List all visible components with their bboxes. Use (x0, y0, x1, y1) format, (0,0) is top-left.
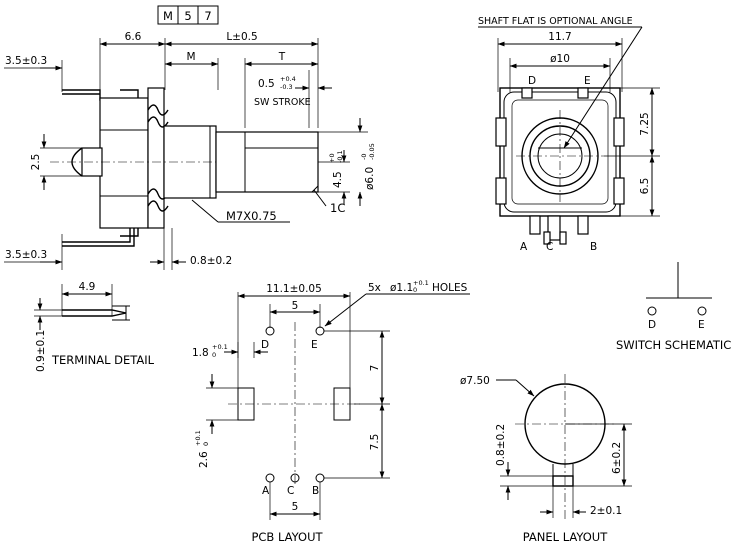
panel-layout: ø7.50 0.8±0.2 6±0.2 2±0.1 PANEL LAYOUT (460, 374, 632, 544)
model-code-box: M 5 7 (157, 5, 219, 25)
model-letter-3: 7 (204, 9, 211, 23)
pcb-pin-b: B (312, 485, 319, 497)
model-letter-1: M (163, 9, 173, 23)
dim-4-5: 4.5 (332, 171, 344, 188)
dim-5-top: 5 (292, 300, 299, 312)
dim-2-6-sup: +0.1 (194, 430, 202, 446)
switch-schematic-title: SWITCH SCHEMATIC (616, 338, 731, 352)
front-label-d: D (528, 75, 536, 87)
dim-2-panel: 2±0.1 (590, 505, 622, 517)
dim-2-5: 2.5 (30, 154, 42, 171)
dim-1-8-sub: 0 (212, 351, 216, 359)
front-label-e: E (584, 75, 591, 87)
pcb-pin-c: C (287, 485, 294, 497)
dim-5-bottom: 5 (292, 501, 299, 513)
dim-11-7: 11.7 (548, 31, 571, 43)
dim-0-5-sub: -0.3 (280, 83, 293, 91)
pcb-label-d: D (261, 339, 269, 351)
dim-3-5-top: 3.5±0.3 (5, 55, 47, 67)
chamfer-label: 1C (330, 201, 345, 215)
dim-2-6-sub: 0 (202, 442, 210, 446)
side-view: 6.6 L±0.5 M T 0.5 +0.4 -0.3 SW STROKE 3.… (4, 31, 376, 270)
holes-dia: ø1.1 (390, 282, 413, 294)
dim-M: M (186, 51, 195, 63)
holes-sup: +0.1 (413, 279, 429, 287)
holes-sub: 0 (413, 286, 417, 294)
dim-3-5-bottom: 3.5±0.3 (5, 249, 47, 261)
dim-dia-7-50: ø7.50 (460, 375, 490, 387)
switch-label-d: D (648, 319, 656, 331)
model-letter-2: 5 (184, 9, 191, 23)
switch-schematic: D E SWITCH SCHEMATIC (616, 262, 731, 352)
dim-6-0-sub: -0.05 (368, 143, 376, 160)
switch-label-e: E (698, 319, 705, 331)
thread-spec: M7X0.75 (226, 209, 277, 223)
dim-0-9: 0.9±0.1 (35, 330, 47, 372)
dim-1-8: 1.8 (192, 347, 209, 359)
holes-suffix: HOLES (432, 282, 468, 294)
dim-11-1: 11.1±0.05 (266, 283, 322, 295)
dim-6-6: 6.6 (125, 31, 142, 43)
dim-4-9: 4.9 (79, 281, 96, 293)
terminal-detail: 4.9 0.9±0.1 TERMINAL DETAIL (34, 281, 155, 372)
dim-4-5-sub: -0.1 (336, 150, 344, 163)
terminal-detail-title: TERMINAL DETAIL (51, 353, 155, 367)
dim-7-25: 7.25 (639, 112, 651, 135)
dim-6-panel: 6±0.2 (611, 442, 623, 474)
front-pin-b: B (590, 241, 597, 253)
pcb-label-e: E (311, 339, 318, 351)
front-pin-a: A (520, 241, 528, 253)
dim-7-5: 7.5 (369, 434, 381, 451)
pcb-pin-a: A (262, 485, 270, 497)
dim-2-6: 2.6 (198, 451, 210, 468)
dim-1-8-sup: +0.1 (212, 343, 228, 351)
shaft-flat-note: SHAFT FLAT IS OPTIONAL ANGLE (478, 16, 633, 27)
pcb-layout: 11.1±0.05 5 5x ø1.1 +0.1 0 HOLES D E 7 1… (192, 279, 470, 544)
dim-0-5-sup: +0.4 (280, 75, 296, 83)
dim-6-0: ø6.0 (364, 167, 376, 190)
dim-7: 7 (369, 365, 381, 372)
dim-dia-10: ø10 (550, 53, 570, 65)
dim-6-5: 6.5 (639, 178, 651, 195)
front-view: SHAFT FLAT IS OPTIONAL ANGLE 11.7 ø10 D … (478, 16, 660, 253)
dim-4-5-sup: +0 (328, 153, 336, 163)
dim-0-5-stroke: 0.5 (258, 78, 275, 90)
holes-prefix: 5x (368, 282, 381, 294)
dim-0-8: 0.8±0.2 (190, 255, 232, 267)
panel-layout-title: PANEL LAYOUT (523, 530, 609, 544)
dim-6-0-sup: -0 (360, 154, 368, 160)
dim-0-8-panel: 0.8±0.2 (495, 424, 507, 466)
dim-T: T (278, 51, 286, 63)
front-pin-c: C (546, 241, 553, 253)
sw-stroke-label: SW STROKE (254, 97, 311, 108)
dim-L: L±0.5 (226, 31, 257, 43)
pcb-layout-title: PCB LAYOUT (251, 530, 323, 544)
